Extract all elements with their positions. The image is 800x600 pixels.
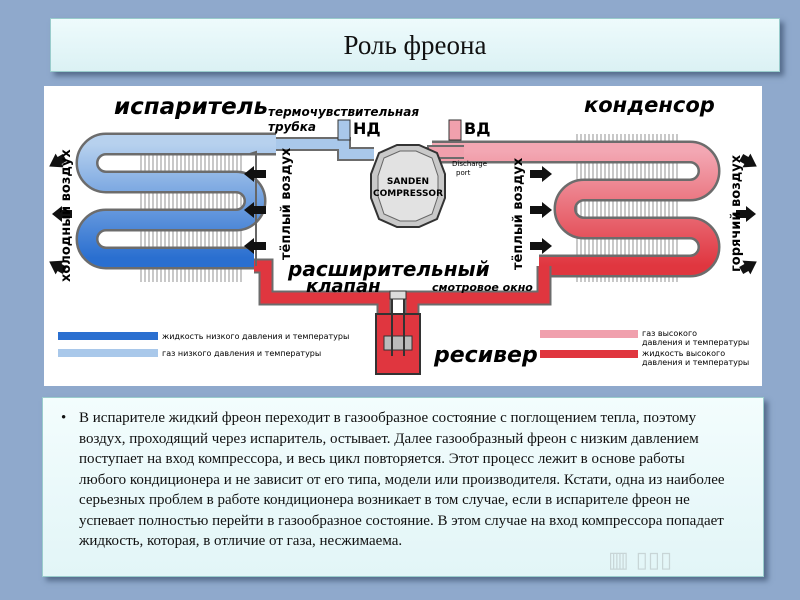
- legend-high-liquid-1: жидкость высокого: [642, 349, 725, 358]
- slide-title: Роль фреона: [50, 18, 780, 72]
- legend-high-gas-2: давления и температуры: [642, 338, 749, 347]
- condenser-label: конденсор: [584, 93, 715, 117]
- sensing-bulb-label-1: термочувствительная: [268, 105, 419, 119]
- receiver: [375, 290, 421, 375]
- legend-swatch-high-gas: [540, 330, 638, 338]
- compressor: SANDEN COMPRESSOR: [370, 144, 446, 228]
- expansion-valve-label-1: расширительный: [287, 257, 490, 281]
- slide-title-text: Роль фреона: [343, 29, 487, 60]
- description-box: • В испарителе жидкий фреон переходит в …: [42, 397, 764, 577]
- condenser-coil: [432, 134, 721, 282]
- legend-swatch-low-gas: [58, 349, 158, 357]
- legend-high-liquid-2: давления и температуры: [642, 358, 749, 367]
- discharge-port-label-1: Discharge: [452, 160, 487, 168]
- warm-air-right-label: тёплый воздух: [511, 157, 526, 270]
- sight-glass-label: смотровое окно: [432, 281, 533, 294]
- low-pressure-port: [337, 119, 351, 141]
- compressor-label-2: COMPRESSOR: [373, 189, 443, 199]
- sensing-bulb-label-2: трубка: [268, 120, 316, 134]
- legend-low-gas: газ низкого давления и температуры: [162, 349, 321, 358]
- evaporator-label: испаритель: [114, 94, 268, 120]
- low-pressure-label: НД: [353, 119, 381, 138]
- legend-swatch-low-liquid: [58, 332, 158, 340]
- receiver-label: ресивер: [433, 343, 538, 368]
- compressor-label-1: SANDEN: [387, 177, 429, 187]
- air-flow-arrows: [49, 153, 757, 275]
- legend: жидкость низкого давления и температуры …: [58, 329, 749, 367]
- description-paragraph: В испарителе жидкий фреон переходит в га…: [79, 410, 725, 549]
- refrigeration-cycle-diagram: SANDEN COMPRESSOR НД ВД испаритель конде…: [44, 86, 762, 386]
- evaporator-coil: [75, 132, 276, 282]
- high-pressure-label: ВД: [464, 119, 490, 138]
- warm-air-left-label: тёплый воздух: [279, 147, 294, 260]
- legend-swatch-high-liquid: [540, 350, 638, 358]
- discharge-port-label-2: port: [456, 169, 471, 177]
- high-pressure-port: [448, 119, 462, 141]
- legend-low-liquid: жидкость низкого давления и температуры: [162, 332, 349, 341]
- watermark-logo: ▥ ▯▯▯: [608, 548, 673, 573]
- legend-high-gas-1: газ высокого: [642, 329, 697, 338]
- hot-air-label: горячий воздух: [729, 154, 744, 272]
- expansion-valve-label-2: клапан: [306, 276, 381, 297]
- cold-air-label: холодный воздух: [59, 149, 74, 282]
- bullet-marker: •: [61, 410, 67, 426]
